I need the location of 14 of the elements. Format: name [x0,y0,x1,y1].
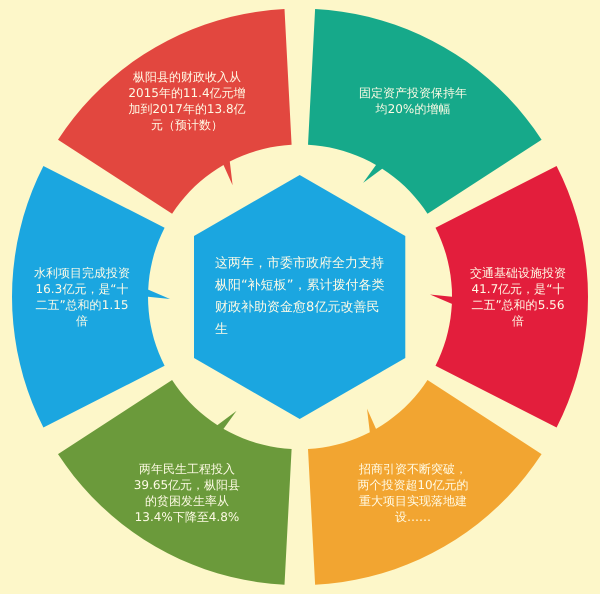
callout-segment [12,166,170,428]
summary-text: 这两年，市委市政府全力支持枞阳“补短板”，累计拨付各类财政补助资金愈8亿元改善民生 [214,255,385,339]
info-text: 招商引资不断突破，两个投资超10亿元的重大项目实现落地建设…… [356,460,470,525]
callout-segment [430,166,588,428]
info-text: 交通基础设施投资41.7亿元，是“十二五”总和的5.56倍 [468,264,567,329]
callout-segment [58,9,292,214]
info-text: 枞阳县的财政收入从2015年的11.4亿元增加到2017年的13.8亿元（预计数） [128,69,246,134]
callout-segment [308,9,542,214]
callout-segment [308,380,542,585]
info-text: 水利项目完成投资16.3亿元，是“十二五”总和的1.15倍 [33,264,131,329]
center-hexagon [194,175,406,419]
info-text: 固定资产投资保持年均20%的增幅 [358,85,468,118]
info-text: 两年民生工程投入39.65亿元，枞阳县的贫困发生率从13.4%下降至4.8% [132,460,242,525]
callout-segment [58,380,292,585]
